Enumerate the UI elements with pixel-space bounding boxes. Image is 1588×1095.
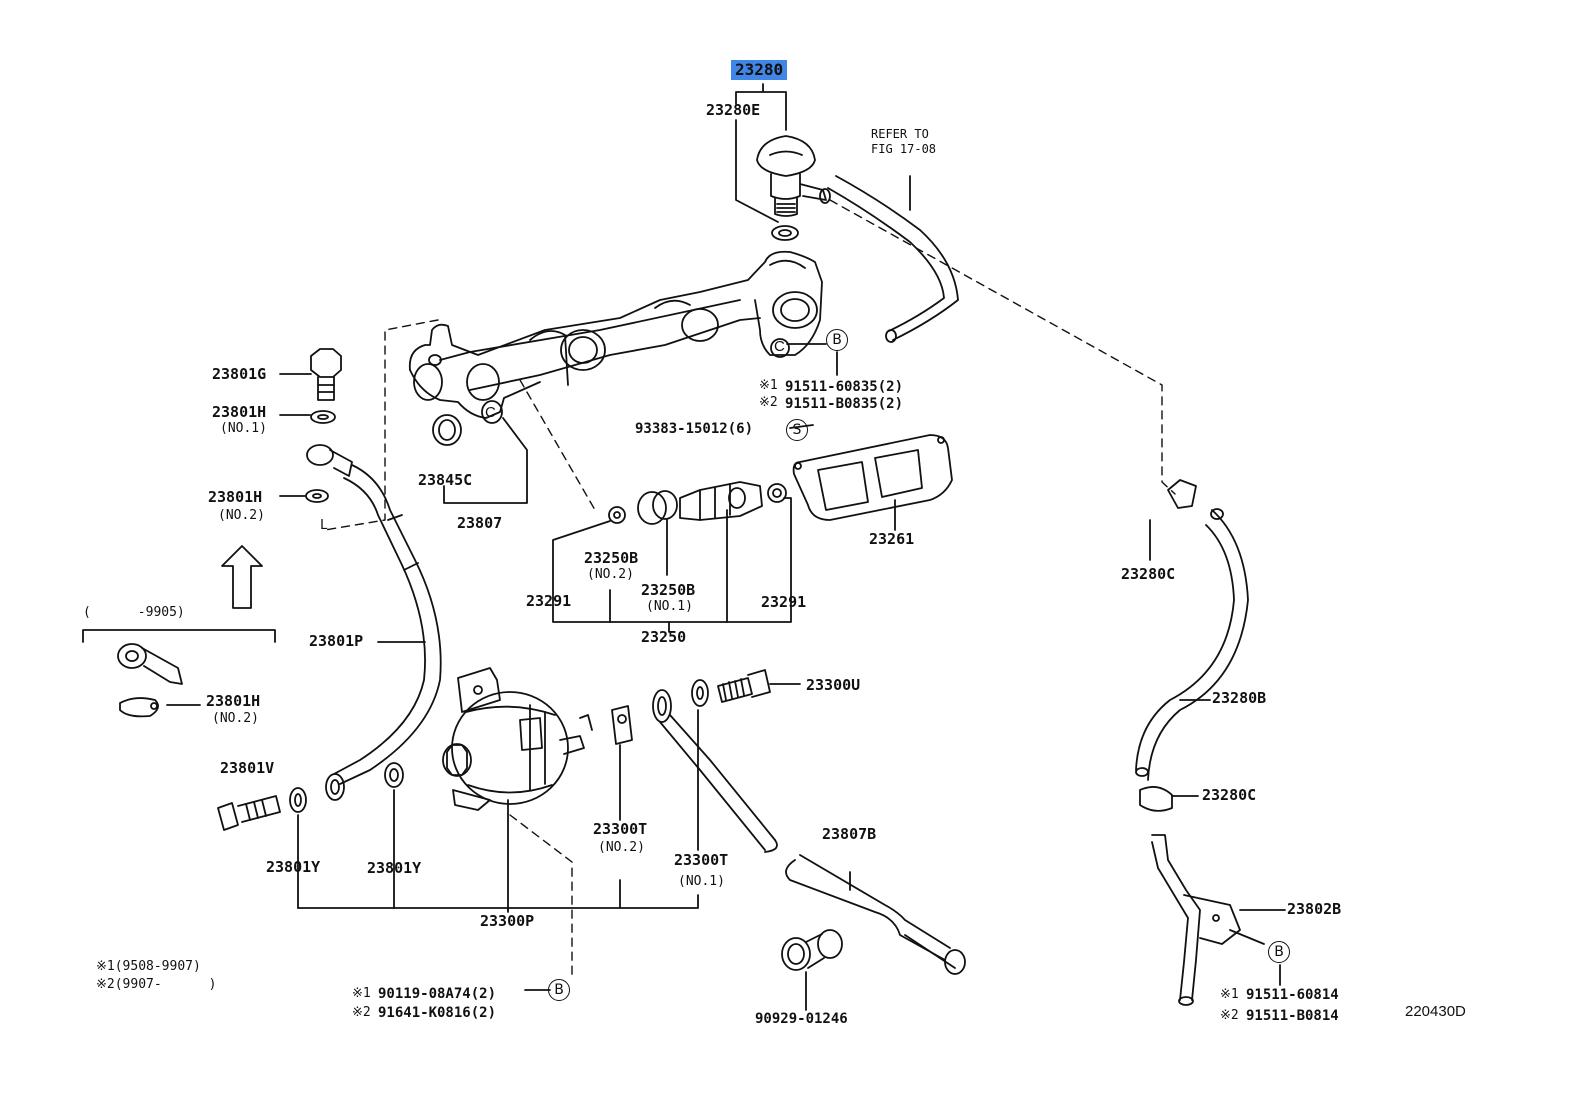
part-label-23801h-old[interactable]: 23801H bbox=[206, 692, 261, 710]
note2-marker-rail: ※2 bbox=[759, 395, 778, 410]
part-label-91511-b0814[interactable]: 91511-B0814 bbox=[1246, 1008, 1339, 1024]
range-bracket bbox=[82, 629, 276, 643]
part-label-23801g[interactable]: 23801G bbox=[212, 365, 267, 383]
figure-code: 220430D bbox=[1405, 1003, 1466, 1020]
part-label-23261[interactable]: 23261 bbox=[869, 530, 915, 548]
part-label-90119[interactable]: 90119-08A74(2) bbox=[378, 986, 497, 1002]
marker-c-right: C bbox=[774, 338, 785, 355]
part-label-93383[interactable]: 93383-15012(6) bbox=[635, 421, 754, 437]
footnote-2: ※2(9907- ) bbox=[96, 977, 217, 992]
part-label-23801y-right[interactable]: 23801Y bbox=[367, 859, 422, 877]
part-label-91511-60814[interactable]: 91511-60814 bbox=[1246, 987, 1339, 1003]
vacuum-hose-top bbox=[827, 175, 959, 343]
part-label-23300t-no1[interactable]: 23300T bbox=[674, 851, 729, 869]
bracket-23807 bbox=[443, 417, 528, 504]
sublabel-23250b-no1: (NO.1) bbox=[646, 599, 693, 614]
filter-gaskets bbox=[611, 679, 709, 851]
note1-marker-rail: ※1 bbox=[759, 378, 778, 393]
hose-clamp bbox=[781, 929, 843, 1011]
bracket-23280 bbox=[735, 83, 787, 223]
note1-marker-bottom: ※1 bbox=[352, 986, 371, 1001]
fuel-hose bbox=[652, 689, 966, 975]
part-label-23801v[interactable]: 23801V bbox=[220, 759, 275, 777]
bolt-23300u bbox=[717, 669, 801, 703]
note2-marker-bottom: ※2 bbox=[352, 1005, 371, 1020]
sublabel-23300t-no1: (NO.1) bbox=[678, 874, 725, 889]
part-label-23807[interactable]: 23807 bbox=[457, 514, 503, 532]
part-label-23300t-no2[interactable]: 23300T bbox=[593, 820, 648, 838]
part-label-90929[interactable]: 90929-01246 bbox=[755, 1011, 848, 1027]
part-label-23801h-no2[interactable]: 23801H bbox=[208, 488, 263, 506]
pressure-regulator bbox=[756, 135, 831, 241]
part-label-23280c-top[interactable]: 23280C bbox=[1121, 565, 1176, 583]
footnote-1: ※1(9508-9907) bbox=[96, 959, 201, 974]
right-hose bbox=[1135, 479, 1249, 812]
union-bolt-23801v bbox=[217, 762, 404, 909]
insulator bbox=[792, 434, 953, 531]
part-label-23802b[interactable]: 23802B bbox=[1287, 900, 1342, 918]
sublabel-23250b-no2: (NO.2) bbox=[587, 567, 634, 582]
sublabel-no1: (NO.1) bbox=[220, 421, 267, 436]
marker-b-right: B bbox=[1268, 941, 1290, 963]
part-label-23845c[interactable]: 23845C bbox=[418, 471, 473, 489]
part-label-23801h-no1[interactable]: 23801H bbox=[212, 403, 267, 421]
marker-s: S bbox=[786, 419, 808, 441]
part-label-23250b-no2[interactable]: 23250B bbox=[584, 549, 639, 567]
part-label-23280e[interactable]: 23280E bbox=[706, 101, 761, 119]
old-union bbox=[117, 643, 201, 718]
part-label-23250[interactable]: 23250 bbox=[641, 628, 687, 646]
selected-part-number[interactable]: 23280 bbox=[731, 60, 788, 80]
range-label: ( -9905) bbox=[83, 605, 185, 620]
part-label-91511-b0835[interactable]: 91511-B0835(2) bbox=[785, 396, 904, 412]
part-label-23250b-no1[interactable]: 23250B bbox=[641, 581, 696, 599]
injector bbox=[608, 481, 787, 525]
part-label-23300u[interactable]: 23300U bbox=[806, 676, 861, 694]
marker-l: L bbox=[320, 518, 328, 533]
part-label-23291-right[interactable]: 23291 bbox=[761, 593, 807, 611]
fuel-filter bbox=[442, 667, 593, 911]
sublabel-23300t-no2: (NO.2) bbox=[598, 840, 645, 855]
part-label-23300p[interactable]: 23300P bbox=[480, 912, 535, 930]
refer-note-line1: REFER TO bbox=[871, 127, 929, 141]
fuel-pipe bbox=[325, 464, 442, 801]
part-label-91511-60835[interactable]: 91511-60835(2) bbox=[785, 379, 904, 395]
o-ring bbox=[432, 414, 462, 446]
marker-b-bottom: B bbox=[548, 979, 570, 1001]
part-label-23280b[interactable]: 23280B bbox=[1212, 689, 1267, 707]
part-label-23801y-left[interactable]: 23801Y bbox=[266, 858, 321, 876]
part-label-23807b[interactable]: 23807B bbox=[822, 825, 877, 843]
dashed-guides bbox=[324, 199, 1176, 976]
banjo-bolt bbox=[279, 348, 353, 503]
bracket-bottom bbox=[297, 879, 699, 913]
marker-c-left: C bbox=[485, 404, 496, 421]
refer-note-line2: FIG 17-08 bbox=[871, 142, 937, 156]
part-label-23280c-bottom[interactable]: 23280C bbox=[1202, 786, 1257, 804]
bracket-23250 bbox=[552, 497, 792, 633]
note1-marker-right: ※1 bbox=[1220, 987, 1239, 1002]
part-label-23291-left[interactable]: 23291 bbox=[526, 592, 572, 610]
fuel-return-pipe bbox=[1151, 834, 1286, 1006]
sublabel-no2: (NO.2) bbox=[218, 508, 265, 523]
delivery-pipe bbox=[408, 250, 827, 424]
part-label-91641[interactable]: 91641-K0816(2) bbox=[378, 1005, 497, 1021]
marker-b-rail: B bbox=[826, 329, 848, 351]
part-label-23801p[interactable]: 23801P bbox=[309, 632, 364, 650]
up-arrow bbox=[221, 545, 263, 609]
sublabel-23801h-old: (NO.2) bbox=[212, 711, 259, 726]
note2-marker-right: ※2 bbox=[1220, 1008, 1239, 1023]
marker-leaders bbox=[524, 351, 838, 991]
